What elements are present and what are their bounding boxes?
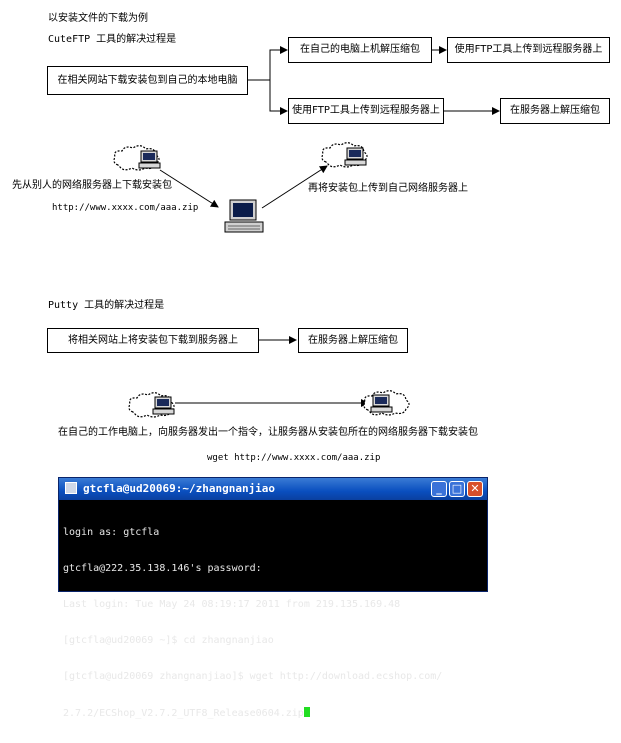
arrow-to-unzip-local bbox=[248, 46, 288, 81]
box-upload-after-unzip: 使用FTP工具上传到远程服务器上 bbox=[447, 37, 610, 63]
putty-app-icon bbox=[65, 482, 77, 494]
computer-icon bbox=[224, 199, 264, 233]
putty-terminal-window[interactable]: gtcfla@ud20069:~/zhangnanjiao _ □ ✕ logi… bbox=[58, 477, 488, 719]
computer-icon bbox=[152, 396, 175, 415]
terminal-line: gtcfla@222.35.138.146's password: bbox=[63, 563, 262, 574]
section1-heading: 以安装文件的下载为例 bbox=[48, 13, 148, 24]
arrow-download-to-pc bbox=[159, 169, 219, 208]
computer-icon bbox=[138, 150, 161, 169]
box-unzip-local: 在自己的电脑上机解压缩包 bbox=[288, 37, 432, 63]
close-button[interactable]: ✕ bbox=[467, 481, 483, 497]
box-unzip-server-2: 在服务器上解压缩包 bbox=[298, 328, 408, 353]
box-download-local: 在相关网站下载安装包到自己的本地电脑 bbox=[47, 66, 248, 95]
terminal-title: gtcfla@ud20069:~/zhangnanjiao bbox=[83, 482, 276, 495]
caption-download-from-web: 先从别人的网络服务器上下载安装包 bbox=[12, 180, 172, 191]
caption-wget-command: wget http://www.xxxx.com/aaa.zip bbox=[207, 453, 381, 463]
caption-upload-to-server: 再将安装包上传到自己网络服务器上 bbox=[308, 183, 468, 194]
caption-url: http://www.xxxx.com/aaa.zip bbox=[52, 203, 199, 213]
terminal-cursor bbox=[303, 707, 310, 717]
terminal-line: Last login: Tue May 24 08:19:17 2011 fro… bbox=[63, 599, 401, 610]
computer-icon bbox=[370, 394, 393, 413]
arrow-pc-to-server bbox=[261, 165, 328, 209]
terminal-line: [gtcfla@ud20069 zhangnanjiao]$ wget http… bbox=[63, 671, 443, 682]
box-unzip-server: 在服务器上解压缩包 bbox=[500, 98, 610, 124]
terminal-line: login as: gtcfla bbox=[63, 527, 160, 538]
section1-subheading: CuteFTP 工具的解决过程是 bbox=[48, 34, 177, 45]
terminal-line-last: 2.7.2/ECShop_V2.7.2_UTF8_Release0604.zip bbox=[63, 707, 483, 719]
terminal-titlebar[interactable]: gtcfla@ud20069:~/zhangnanjiao _ □ ✕ bbox=[59, 478, 487, 500]
box-server-download: 将相关网站上将安装包下载到服务器上 bbox=[47, 328, 259, 353]
section2-heading: Putty 工具的解决过程是 bbox=[48, 300, 165, 311]
computer-icon bbox=[344, 147, 367, 166]
terminal-line: 2.7.2/ECShop_V2.7.2_UTF8_Release0604.zip bbox=[63, 708, 304, 719]
maximize-button[interactable]: □ bbox=[449, 481, 465, 497]
connector-lines bbox=[159, 46, 500, 407]
box-upload: 使用FTP工具上传到远程服务器上 bbox=[288, 98, 444, 124]
minimize-button[interactable]: _ bbox=[431, 481, 447, 497]
arrow-to-upload bbox=[269, 80, 288, 115]
terminal-line: [gtcfla@ud20069 ~]$ cd zhangnanjiao bbox=[63, 635, 274, 646]
terminal-output[interactable]: login as: gtcfla gtcfla@222.35.138.146's… bbox=[63, 503, 483, 719]
caption-command-explanation: 在自己的工作电脑上，向服务器发出一个指令，让服务器从安装包所在的网络服务器下载安… bbox=[58, 427, 478, 438]
